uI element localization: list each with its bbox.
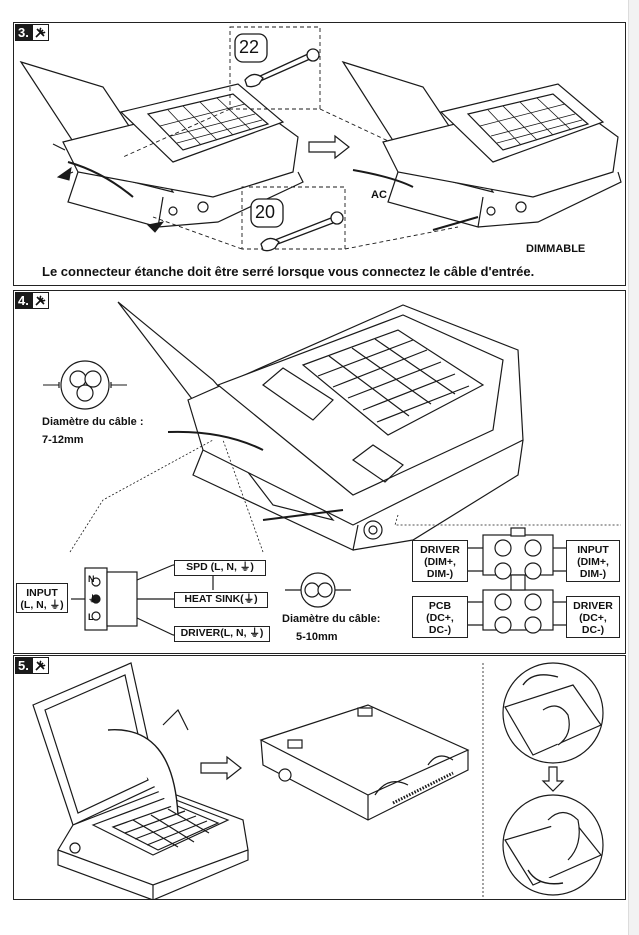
- terminal-heat-sink-label: HEAT SINK(⏚): [184, 593, 258, 605]
- led-grid-large: [301, 329, 485, 436]
- wrench-20: [260, 211, 344, 252]
- step-4-header: 4.: [15, 292, 49, 309]
- step-number: 4.: [15, 292, 32, 309]
- dc-driver-title: DRIVER: [573, 600, 613, 612]
- step-4-panel: [13, 290, 626, 654]
- luminaire-open-left: [19, 60, 304, 228]
- dim-driver-box: DRIVER (DIM+, DIM-): [412, 540, 468, 582]
- led-grid-step5: [111, 804, 220, 851]
- next-arrow: [308, 134, 350, 160]
- terminal-input-box: INPUT (L, N, ⏚): [16, 583, 68, 613]
- led-grid-right: [466, 93, 590, 151]
- wrench-screwdriver-icon: [31, 292, 49, 309]
- step-5-panel: [13, 655, 626, 900]
- detail-circle-bottom: [502, 794, 604, 896]
- dim-driver-line1: (DIM+,: [424, 556, 456, 568]
- rotate-arrows: [56, 166, 165, 233]
- terminal-input-title: INPUT: [26, 587, 58, 599]
- dc-pcb-title: PCB: [428, 600, 452, 612]
- detail-circle-top: [502, 662, 604, 764]
- dc-pcb-box: PCB (DC+, DC-): [412, 596, 468, 638]
- wrench-22-size: 22: [239, 37, 260, 57]
- pin-earth: ⏚: [88, 594, 98, 604]
- pin-n: N: [88, 574, 95, 584]
- step-3-illustration: [19, 26, 622, 252]
- dim-driver-title: DRIVER: [420, 544, 460, 556]
- step-5-illustration: [32, 662, 604, 900]
- luminaire-open-right: [341, 60, 622, 231]
- led-grid-left: [146, 93, 270, 151]
- down-arrow: [541, 766, 565, 792]
- dim-input-line1: (DIM+,: [577, 556, 609, 568]
- cable-cross-section-large: [43, 360, 127, 410]
- next-arrow: [200, 755, 242, 781]
- luminaire-closed: [259, 704, 470, 821]
- dc-driver-line1: (DC+,: [579, 612, 607, 624]
- step-5-header: 5.: [15, 657, 49, 674]
- luminaire-wiring-view: [117, 301, 524, 551]
- wrench-22: [244, 48, 320, 88]
- step-number: 5.: [15, 657, 32, 674]
- cable-large-diameter-value: 7-12mm: [42, 434, 84, 446]
- wrench-20-size: 20: [255, 202, 276, 222]
- dim-connector-block: [468, 527, 568, 634]
- step-3-caption: Le connecteur étanche doit être serré lo…: [42, 264, 535, 279]
- page-edge-strip: [628, 0, 639, 935]
- dimmable-label: DIMMABLE: [526, 243, 586, 255]
- wrench-screwdriver-icon: [31, 657, 49, 674]
- terminal-input-lines: (L, N, ⏚): [20, 599, 64, 611]
- dc-driver-box: DRIVER (DC+, DC-): [566, 596, 620, 638]
- step-3-header: 3.: [15, 24, 49, 41]
- terminal-heat-sink-box: HEAT SINK(⏚): [174, 592, 268, 608]
- step-number: 3.: [15, 24, 32, 41]
- ac-label: AC: [371, 189, 387, 201]
- terminal-block: [71, 564, 214, 636]
- dim-input-line2: DIM-): [579, 568, 607, 580]
- pin-l: L: [88, 612, 94, 622]
- cable-small-diameter-label: Diamètre du câble:: [282, 613, 381, 625]
- cable-large-diameter-label: Diamètre du câble :: [42, 416, 144, 428]
- dim-input-box: INPUT (DIM+, DIM-): [566, 540, 620, 582]
- step-4-illustration: [43, 301, 621, 636]
- dim-input-title: INPUT: [577, 544, 609, 556]
- wrench-screwdriver-icon: [31, 24, 49, 41]
- step-3-panel: [13, 22, 626, 286]
- cable-cross-section-small: [285, 572, 351, 608]
- dc-pcb-line1: (DC+,: [426, 612, 454, 624]
- terminal-driver-box: DRIVER(L, N, ⏚): [174, 626, 270, 642]
- terminal-driver-label: DRIVER(L, N, ⏚): [180, 627, 264, 639]
- luminaire-cover-open: [32, 662, 249, 900]
- dc-driver-line2: DC-): [581, 624, 605, 636]
- dc-pcb-line2: DC-): [428, 624, 452, 636]
- dim-driver-line2: DIM-): [426, 568, 454, 580]
- terminal-spd-box: SPD (L, N, ⏚): [174, 560, 266, 576]
- cable-small-diameter-value: 5-10mm: [296, 631, 338, 643]
- terminal-spd-label: SPD (L, N, ⏚): [186, 561, 254, 573]
